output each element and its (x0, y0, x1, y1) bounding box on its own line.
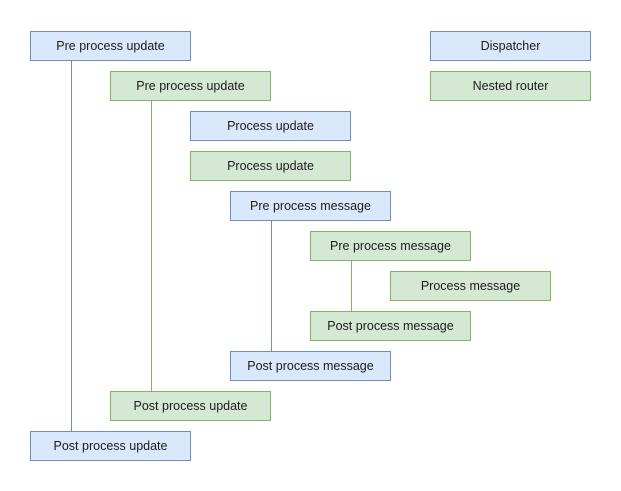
node-label: Pre process message (250, 198, 371, 213)
node-process-update-dispatcher[interactable]: Process update (190, 111, 351, 141)
node-pre-process-message-dispatcher[interactable]: Pre process message (230, 191, 391, 221)
node-label: Pre process update (136, 78, 245, 93)
node-post-process-update-router[interactable]: Post process update (110, 391, 271, 421)
node-post-process-message-router[interactable]: Post process message (310, 311, 471, 341)
node-pre-process-update-dispatcher[interactable]: Pre process update (30, 31, 191, 61)
node-label: Post process message (327, 318, 454, 333)
edge-pre-post-process-update-dispatcher (71, 61, 72, 431)
edge-pre-post-process-message-router (351, 261, 352, 311)
node-post-process-update-dispatcher[interactable]: Post process update (30, 431, 191, 461)
node-label: Pre process message (330, 238, 451, 253)
node-label: Process message (420, 278, 521, 293)
legend-label-nested-router: Nested router (472, 78, 549, 93)
node-label: Pre process update (56, 38, 165, 53)
node-label: Process update (227, 158, 314, 173)
node-label: Post process update (53, 438, 168, 453)
node-pre-process-message-router[interactable]: Pre process message (310, 231, 471, 261)
node-pre-process-update-router[interactable]: Pre process update (110, 71, 271, 101)
edge-pre-post-process-message-dispatcher (271, 221, 272, 351)
node-post-process-message-dispatcher[interactable]: Post process message (230, 351, 391, 381)
node-process-update-router[interactable]: Process update (190, 151, 351, 181)
legend-item-dispatcher: Dispatcher (430, 31, 591, 61)
node-label: Post process update (133, 398, 248, 413)
edge-pre-post-process-update-router (151, 101, 152, 391)
legend-label-dispatcher: Dispatcher (480, 38, 541, 53)
node-label: Process update (227, 118, 314, 133)
node-label: Post process message (247, 358, 374, 373)
node-process-message-router[interactable]: Process message (390, 271, 551, 301)
legend-item-nested-router: Nested router (430, 71, 591, 101)
